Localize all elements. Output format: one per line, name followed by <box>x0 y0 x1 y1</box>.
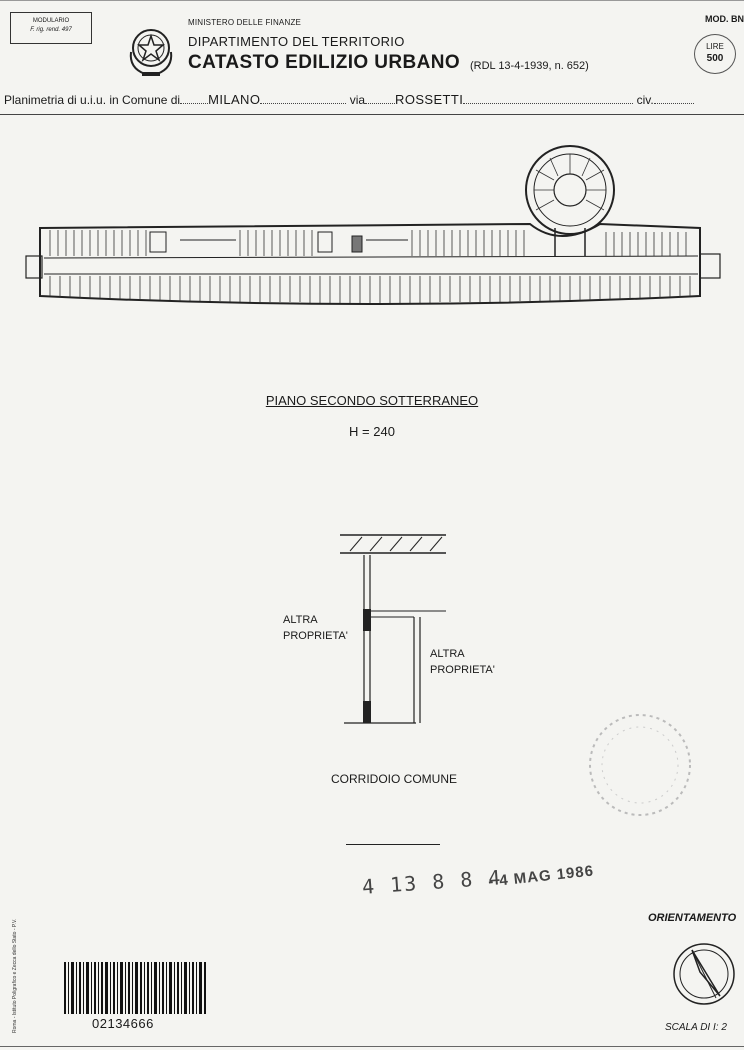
plan-prefix: Planimetria di u.i.u. in Comune di <box>4 93 181 107</box>
top-border <box>0 0 744 1</box>
bottom-border <box>0 1046 744 1047</box>
corridor-label: CORRIDOIO COMUNE <box>331 772 457 786</box>
printer-imprint: Roma - Istituto Poligrafico e Zecca dell… <box>12 918 18 1033</box>
modulario-code: F. rig. rend. 497 <box>30 27 72 33</box>
label-other-property-left-text: ALTRA PROPRIETA' <box>283 614 348 642</box>
department-name: DIPARTIMENTO DEL TERRITORIO <box>188 34 405 49</box>
lire-value: 500 <box>706 53 724 64</box>
faint-seal-stamp <box>589 714 691 816</box>
modulario-label: MODULARIO <box>32 18 70 24</box>
plan-location-line: Planimetria di u.i.u. in Comune di MILANO… <box>4 92 694 107</box>
orientation-label: ORIENTAMENTO <box>648 912 737 924</box>
scale-label: SCALA DI I: 2 <box>665 1022 727 1033</box>
north-arrow-icon <box>673 943 735 1005</box>
registration-number-stamp: 4 13 8 8 4 <box>361 865 504 899</box>
ministry-name: MINISTERO DELLE FINANZE <box>188 18 302 27</box>
label-other-property-right-text: ALTRA PROPRIETA' <box>430 648 495 676</box>
via-value: ROSSETTI <box>395 92 464 107</box>
modulario-box: MODULARIO F. rig. rend. 497 <box>10 12 92 44</box>
label-other-property-left: ALTRA PROPRIETA' <box>283 612 353 644</box>
building-plan <box>25 145 721 305</box>
barcode-number: 02134666 <box>92 1016 154 1031</box>
civ-label: civ. <box>636 93 654 107</box>
floor-title: PIANO SECONDO SOTTERRANEO <box>0 393 744 408</box>
lire-label: LIRE <box>706 42 724 51</box>
barcode <box>64 962 206 1014</box>
model-code-text: MOD. BN <box>705 14 744 24</box>
lire-stamp: LIRE 500 <box>694 34 736 74</box>
comune-value: MILANO <box>208 92 261 107</box>
floor-height: H = 240 <box>349 424 395 439</box>
via-label: via <box>349 93 366 107</box>
emblem-icon <box>129 29 173 76</box>
label-other-property-right: ALTRA PROPRIETA' <box>430 646 506 678</box>
signature-line <box>346 844 440 845</box>
floor-title-text: PIANO SECONDO SOTTERRANEO <box>265 393 479 408</box>
law-reference: (RDL 13-4-1939, n. 652) <box>470 60 589 72</box>
header-divider <box>0 114 744 115</box>
unit-detail-drawing <box>340 534 446 724</box>
registration-date-stamp: - 4 MAG 1986 <box>487 862 595 891</box>
model-code: MOD. BN <box>705 14 744 24</box>
document-title: CATASTO EDILIZIO URBANO <box>188 52 461 73</box>
